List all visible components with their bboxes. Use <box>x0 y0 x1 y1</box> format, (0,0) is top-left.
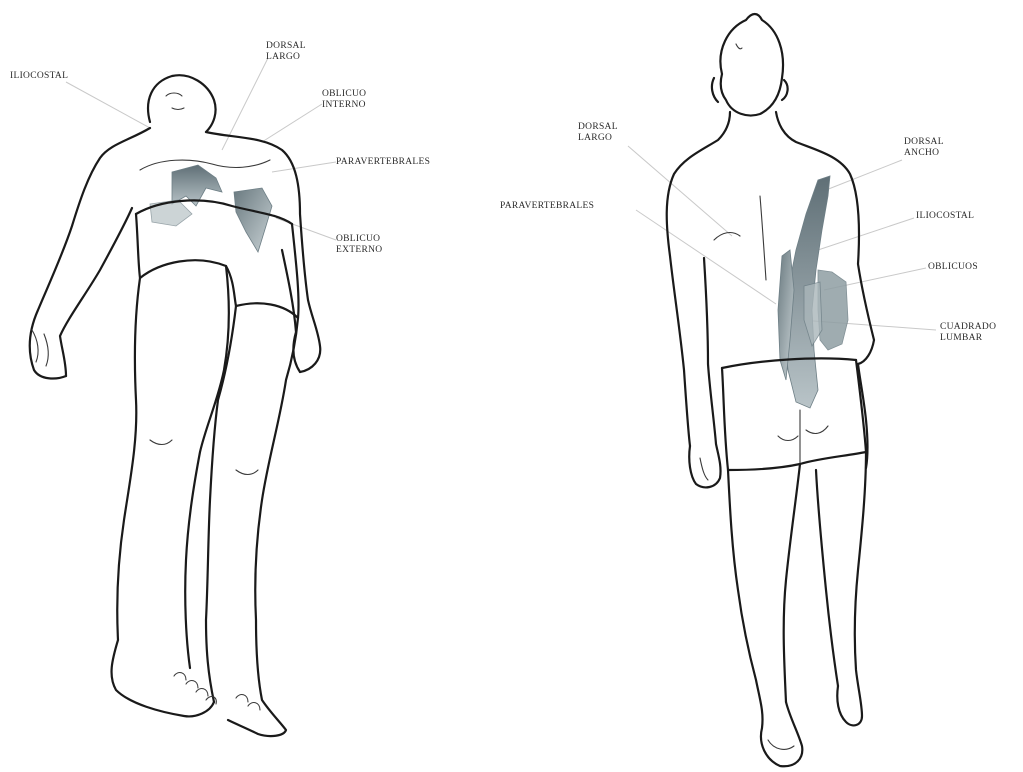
label-paravertebrales-back: PARAVERTEBRALES <box>500 201 594 212</box>
label-iliocostal-back: ILIOCOSTAL <box>916 211 974 222</box>
back-muscles <box>778 176 848 408</box>
label-text: ANCHO <box>904 148 944 159</box>
label-text: PARAVERTEBRALES <box>500 201 594 211</box>
front-leader-lines <box>66 58 336 240</box>
front-muscles <box>150 165 272 252</box>
label-text: OBLICUOS <box>928 262 978 272</box>
label-text: CUADRADO <box>940 322 996 333</box>
label-text: OBLICUO <box>336 234 382 245</box>
label-iliocostal-front: ILIOCOSTAL <box>10 71 68 82</box>
label-dorsal-largo-back: DORSAL LARGO <box>578 122 618 144</box>
label-paravertebrales-front: PARAVERTEBRALES <box>336 157 430 168</box>
label-text: LUMBAR <box>940 333 996 344</box>
label-text: LARGO <box>266 52 306 63</box>
label-text: LARGO <box>578 133 618 144</box>
label-cuadrado-lumbar: CUADRADO LUMBAR <box>940 322 996 344</box>
label-text: EXTERNO <box>336 245 382 256</box>
label-text: OBLICUO <box>322 89 366 100</box>
label-dorsal-largo-front: DORSAL LARGO <box>266 41 306 63</box>
label-oblicuo-externo: OBLICUO EXTERNO <box>336 234 382 256</box>
label-text: ILIOCOSTAL <box>916 211 974 221</box>
front-figure <box>30 58 336 736</box>
label-oblicuo-interno: OBLICUO INTERNO <box>322 89 366 111</box>
label-text: PARAVERTEBRALES <box>336 157 430 167</box>
label-text: INTERNO <box>322 100 366 111</box>
label-text: DORSAL <box>266 41 306 52</box>
label-dorsal-ancho: DORSAL ANCHO <box>904 137 944 159</box>
back-figure <box>628 14 936 766</box>
label-text: DORSAL <box>578 122 618 133</box>
label-text: ILIOCOSTAL <box>10 71 68 81</box>
label-oblicuos: OBLICUOS <box>928 262 978 273</box>
label-text: DORSAL <box>904 137 944 148</box>
